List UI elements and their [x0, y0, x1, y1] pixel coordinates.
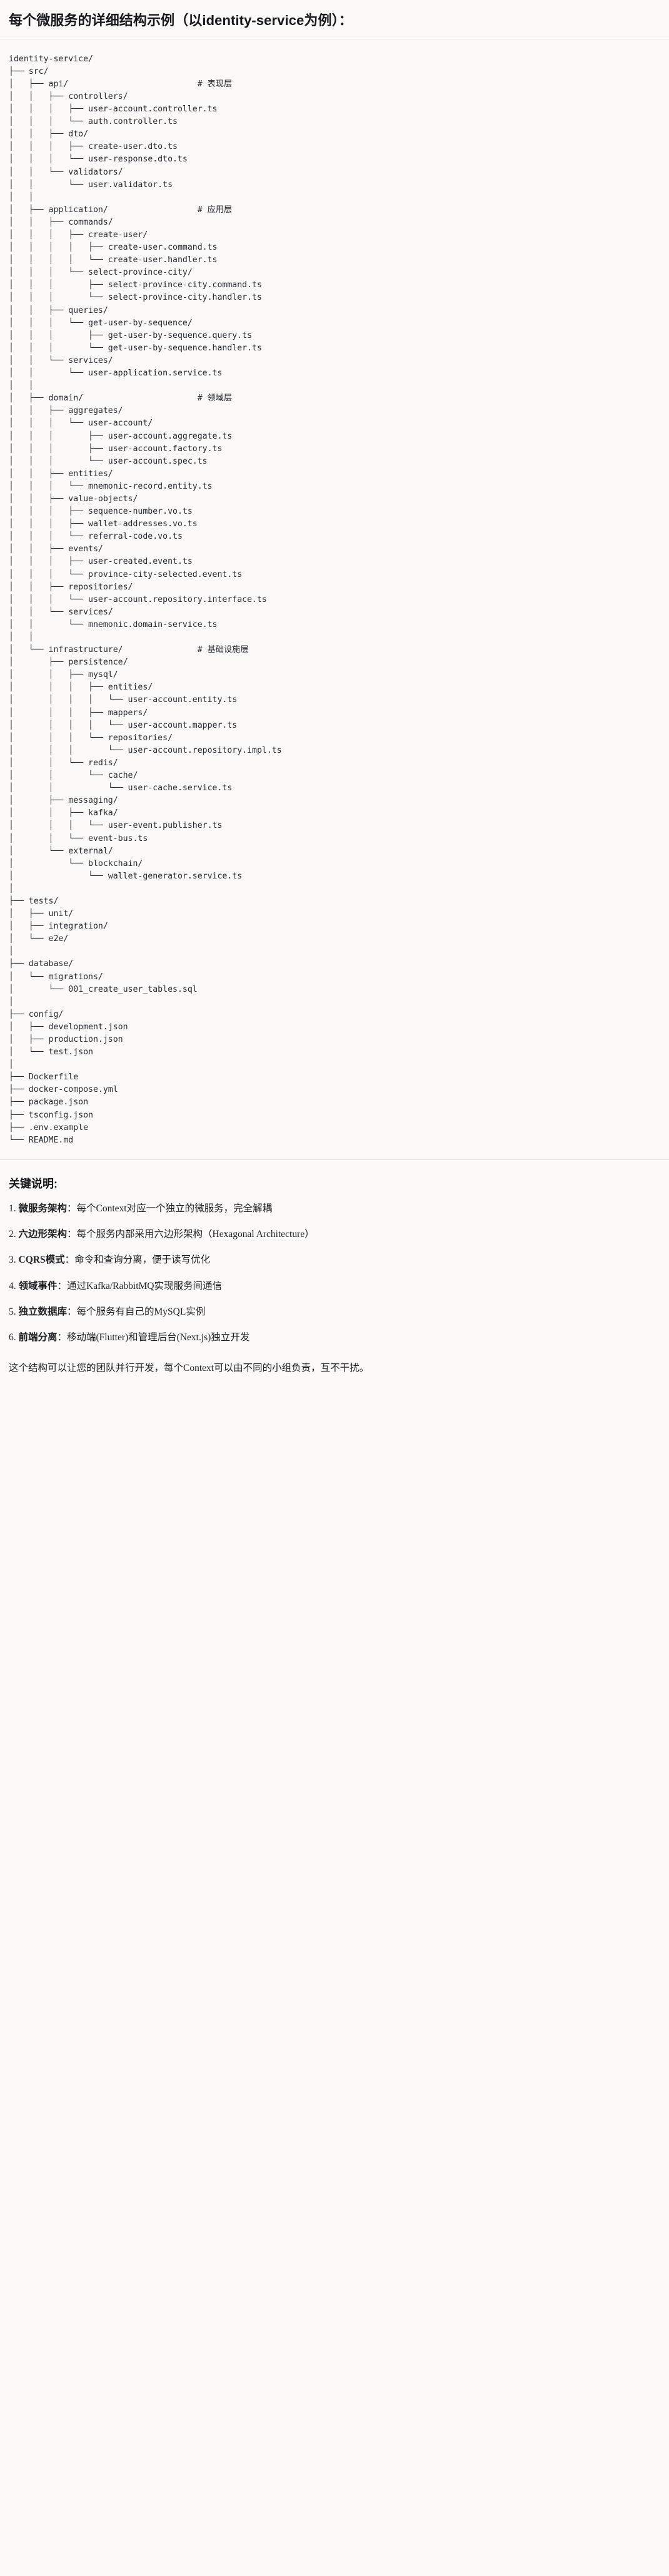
key-note-term: 领域事件	[18, 1280, 58, 1291]
key-note-description: ：命令和查询分离，便于读写优化	[64, 1255, 211, 1266]
key-note-term: 独立数据库	[18, 1306, 68, 1317]
directory-tree-code-block: identity-service/ ├── src/ │ ├── api/ # …	[0, 39, 669, 1159]
key-note-item: 六边形架构：每个服务内部采用六边形架构（Hexagonal Architectu…	[9, 1227, 660, 1241]
key-note-description: ：移动端(Flutter)和管理后台(Next.js)独立开发	[57, 1332, 250, 1343]
key-note-description: ：通过Kafka/RabbitMQ实现服务间通信	[57, 1280, 222, 1291]
key-note-term: CQRS模式	[18, 1255, 65, 1266]
code-block-divider	[0, 1159, 669, 1160]
key-note-item: CQRS模式：命令和查询分离，便于读写优化	[9, 1253, 660, 1267]
key-notes-heading: 关键说明:	[9, 1177, 58, 1190]
key-note-item: 领域事件：通过Kafka/RabbitMQ实现服务间通信	[9, 1279, 660, 1293]
key-notes-section: 关键说明: 微服务架构：每个Context对应一个独立的微服务，完全解耦六边形架…	[0, 1160, 669, 1377]
directory-tree: identity-service/ ├── src/ │ ├── api/ # …	[9, 54, 282, 1145]
key-note-item: 独立数据库：每个服务有自己的MySQL实例	[9, 1305, 660, 1319]
key-note-term: 微服务架构	[18, 1203, 68, 1214]
closing-paragraph: 这个结构可以让您的团队并行开发，每个Context可以由不同的小组负责，互不干扰…	[9, 1363, 370, 1374]
key-note-description: ：每个服务有自己的MySQL实例	[67, 1306, 206, 1317]
key-note-item: 前端分离：移动端(Flutter)和管理后台(Next.js)独立开发	[9, 1330, 660, 1345]
key-notes-list: 微服务架构：每个Context对应一个独立的微服务，完全解耦六边形架构：每个服务…	[9, 1201, 660, 1345]
key-note-term: 六边形架构	[18, 1229, 68, 1240]
page-title: 每个微服务的详细结构示例（以identity-service为例）：	[9, 13, 353, 28]
key-note-item: 微服务架构：每个Context对应一个独立的微服务，完全解耦	[9, 1201, 660, 1216]
key-note-description: ：每个Context对应一个独立的微服务，完全解耦	[67, 1203, 273, 1214]
key-note-description: ：每个服务内部采用六边形架构（Hexagonal Architecture）	[67, 1229, 314, 1240]
key-note-term: 前端分离	[18, 1332, 58, 1343]
page-container: 每个微服务的详细结构示例（以identity-service为例）： ident…	[0, 0, 669, 1388]
